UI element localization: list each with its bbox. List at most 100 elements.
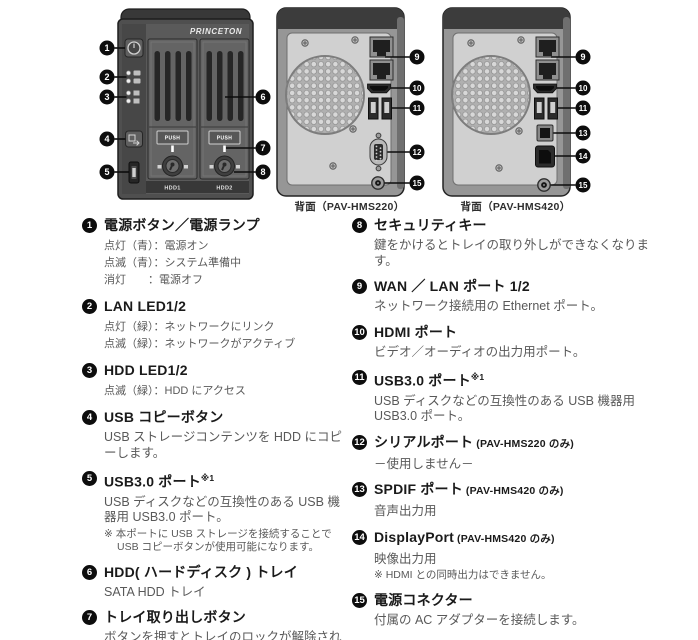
item-description: 音声出力用	[352, 504, 650, 520]
usb3-ports	[534, 97, 558, 120]
lan-led-indicators	[126, 70, 141, 84]
item-header: 3 HDD LED1/2	[82, 362, 350, 379]
callout-9: 9	[580, 52, 585, 62]
item-note-line: ※ 本ポートに USB ストレージを接続することで USB コピーボタンが使用可…	[104, 527, 332, 554]
item-header: 12 シリアルポート(PAV-HMS220 のみ)	[352, 434, 652, 453]
item-title-text: セキュリティキー	[374, 217, 487, 233]
callout-lines	[384, 56, 410, 184]
spec-item: 13 SPDIF ポート(PAV-HMS420 のみ) 音声出力用	[352, 481, 652, 520]
item-title-text: HDD( ハードディスク ) トレイ	[104, 563, 298, 580]
spec-item: 5 USB3.0 ポート※1 USB ディスクなどの互換性のある USB 機器用…	[82, 470, 350, 555]
item-sub-line: 点滅（緑）：HDD にアクセス	[104, 385, 246, 397]
item-description: 点滅（緑）：HDD にアクセス	[82, 383, 347, 400]
item-title: HDD( ハードディスク ) トレイ	[104, 564, 298, 581]
item-title: 電源ボタン／電源ランプ	[104, 217, 260, 234]
usb-copy-button	[125, 130, 143, 148]
device-illustrations: PRINCETON	[0, 0, 698, 218]
item-title-text: USB3.0 ポート	[104, 473, 201, 490]
hdd2-label: HDD2	[216, 186, 232, 192]
spec-item: 7 トレイ取り出しボタン ボタンを押すとトレイのロックが解除されます。	[82, 609, 350, 640]
item-number-badge: 13	[352, 482, 367, 498]
spec-item: 8 セキュリティキー 鍵をかけるとトレイの取り外しができなくなります。	[352, 217, 652, 269]
callout-10: 10	[413, 84, 422, 93]
item-title: セキュリティキー	[374, 217, 487, 234]
item-number-badge: 8	[352, 218, 367, 233]
callout-15: 15	[579, 181, 588, 190]
item-number-badge: 9	[352, 279, 367, 294]
wan-lan-ports	[369, 36, 394, 81]
item-desc-line: ビデオ／オーディオの出力用ポート。	[374, 344, 586, 359]
item-header: 10 HDMI ポート	[352, 324, 652, 341]
item-title-text: シリアルポート	[374, 433, 474, 450]
item-desc-line: SATA HDD トレイ	[104, 584, 206, 599]
footnote-marker: ※1	[470, 372, 485, 382]
item-title-text: 電源コネクター	[374, 591, 473, 608]
item-description: －使用しません－	[352, 457, 650, 473]
item-title: USB3.0 ポート※1	[104, 470, 214, 491]
item-description: ビデオ／オーディオの出力用ポート。	[352, 345, 650, 361]
item-title-text: USB3.0 ポート	[374, 372, 471, 389]
callout-7: 7	[260, 143, 265, 153]
front-callout-badges: 1 2 3 4 5 6 7 8	[99, 40, 271, 180]
callout-lines	[550, 56, 576, 186]
item-desc-line: ネットワーク接続用の Ethernet ポート。	[374, 299, 603, 313]
item-number-badge: 2	[82, 299, 97, 314]
item-sub-line: 消灯 ：電源オフ	[104, 274, 203, 286]
security-key-lock	[209, 155, 240, 177]
item-header: 13 SPDIF ポート(PAV-HMS420 のみ)	[352, 481, 652, 500]
item-title-text: LAN LED1/2	[104, 298, 187, 314]
item-description: 映像出力用※ HDMI との同時出力はできません。	[352, 552, 650, 583]
item-title-text: WAN ／ LAN ポート 1/2	[374, 278, 530, 294]
spec-item: 3 HDD LED1/2 点滅（緑）：HDD にアクセス	[82, 362, 350, 400]
item-header: 15 電源コネクター	[352, 592, 652, 609]
item-title: シリアルポート(PAV-HMS220 のみ)	[374, 434, 574, 453]
item-sub-line: 点滅（緑）：ネットワークがアクティブ	[104, 338, 296, 350]
callout-12: 12	[413, 148, 422, 157]
item-number-badge: 14	[352, 529, 367, 545]
spec-item: 9 WAN ／ LAN ポート 1/2 ネットワーク接続用の Ethernet …	[352, 278, 652, 315]
item-title-text: SPDIF ポート	[374, 481, 463, 498]
item-header: 1 電源ボタン／電源ランプ	[82, 217, 350, 234]
panel-screws	[467, 36, 525, 172]
item-description: 点灯（緑）：ネットワークにリンク点滅（緑）：ネットワークがアクティブ	[82, 319, 347, 353]
callout-2: 2	[104, 72, 109, 82]
serial-port	[369, 132, 388, 172]
caption-back-hms220: 背面（PAV-HMS220）	[294, 201, 405, 213]
item-number-badge: 10	[352, 324, 367, 340]
callout-9: 9	[414, 52, 419, 62]
item-title: HDMI ポート	[374, 324, 457, 341]
callout-3: 3	[104, 92, 109, 102]
item-description: 付属の AC アダプターを接続します。	[352, 613, 650, 629]
item-number-badge: 15	[352, 592, 367, 608]
item-description: USB ディスクなどの互換性のある USB 機器用 USB3.0 ポート。※ 本…	[82, 495, 347, 555]
item-title: SPDIF ポート(PAV-HMS420 のみ)	[374, 481, 564, 500]
callout-11: 11	[413, 104, 422, 113]
item-header: 5 USB3.0 ポート※1	[82, 470, 350, 491]
usb3-port-front	[128, 161, 140, 184]
item-number-badge: 6	[82, 564, 97, 580]
callout-5: 5	[104, 167, 109, 177]
nas-front-view: PRINCETON	[99, 8, 271, 200]
model-only-note: (PAV-HMS220 のみ)	[476, 437, 574, 450]
callout-15: 15	[413, 179, 422, 188]
b220-callout-badges: 9 10 11 12 15	[409, 49, 425, 191]
item-title-text: USB コピーボタン	[104, 409, 224, 425]
callout-4: 4	[104, 134, 109, 144]
item-title: トレイ取り出しボタン	[104, 609, 246, 626]
item-sub-line: 点滅（青）：システム準備中	[104, 257, 242, 269]
item-description: 鍵をかけるとトレイの取り外しができなくなります。	[352, 238, 650, 269]
item-title-text: 電源ボタン／電源ランプ	[104, 217, 260, 233]
item-number-badge: 5	[82, 471, 97, 486]
wan-lan-ports	[535, 36, 560, 81]
spec-item: 15 電源コネクター 付属の AC アダプターを接続します。	[352, 592, 652, 629]
item-header: 4 USB コピーボタン	[82, 409, 350, 426]
item-header: 9 WAN ／ LAN ポート 1/2	[352, 278, 652, 295]
brand-logo: PRINCETON	[190, 27, 242, 36]
item-desc-line: ボタンを押すとトレイのロックが解除されます。	[104, 630, 342, 640]
item-title: USB コピーボタン	[104, 409, 223, 426]
item-sub-line: 点灯（青）：電源オン	[104, 240, 209, 252]
tray-eject-button: PUSH	[208, 130, 241, 152]
item-title-text: トレイ取り出しボタン	[104, 609, 246, 626]
push-label: PUSH	[165, 136, 181, 142]
item-number-badge: 11	[352, 370, 367, 385]
